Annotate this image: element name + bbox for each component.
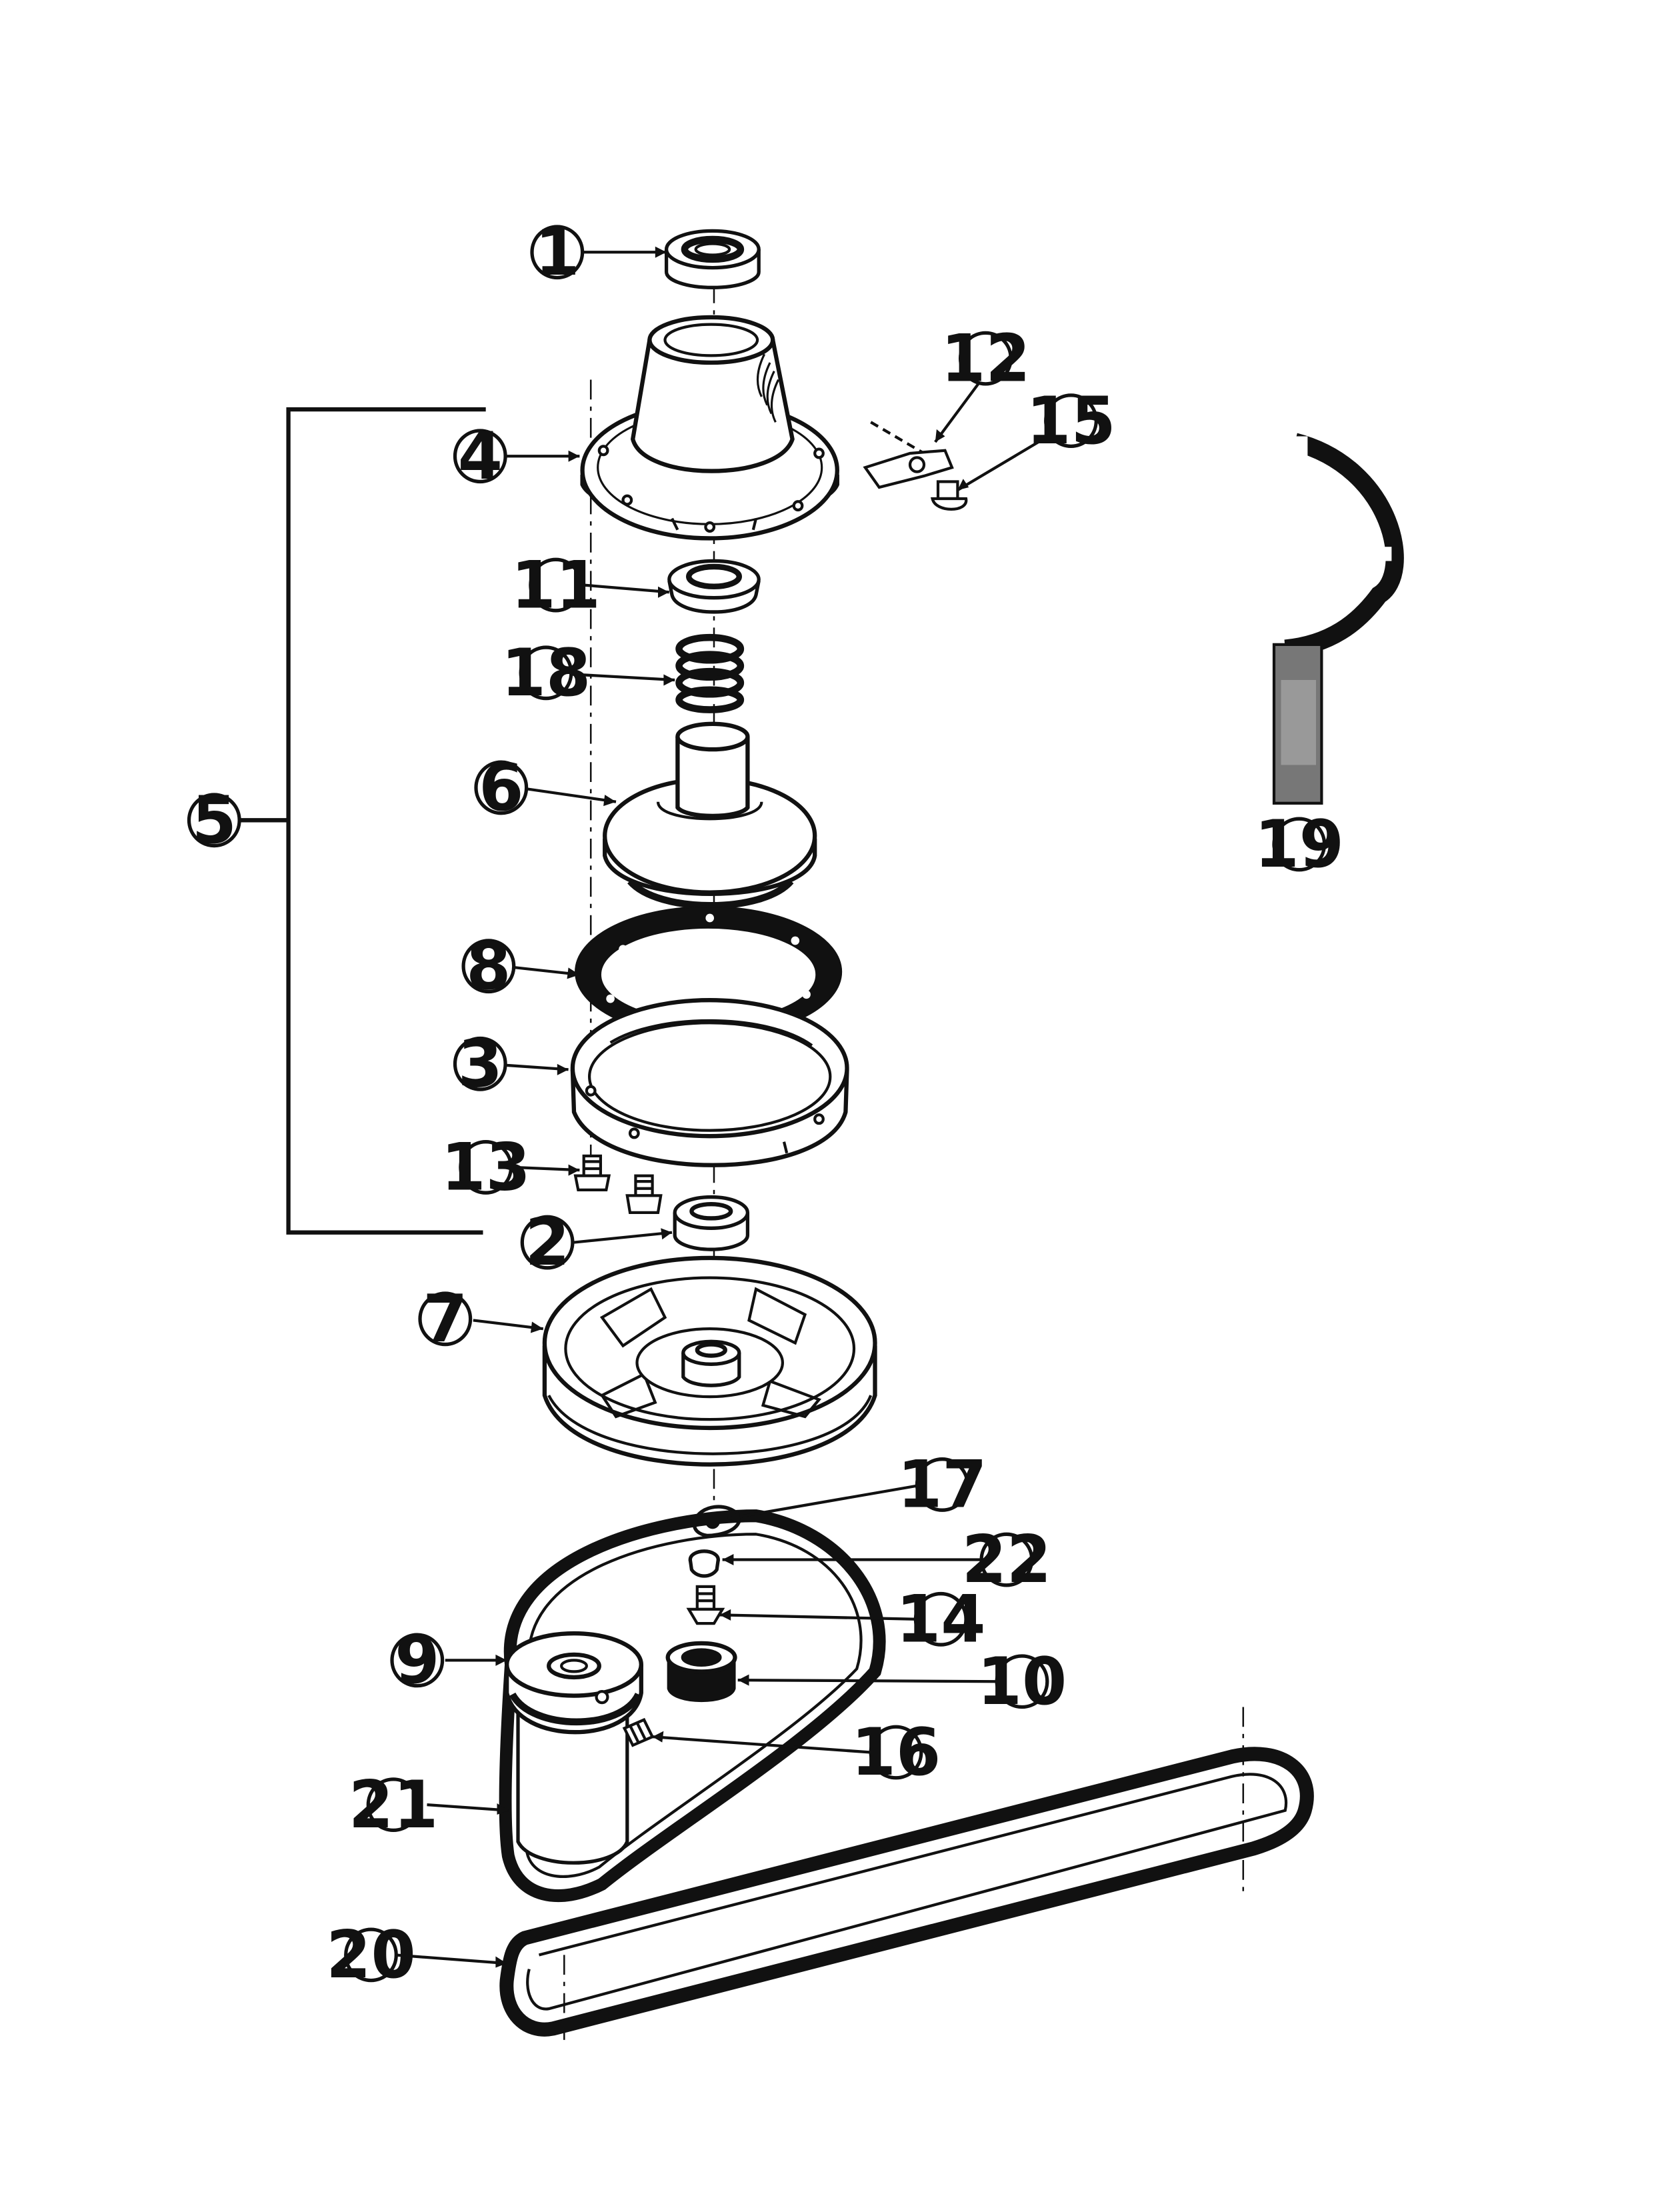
seal-ring <box>667 559 761 614</box>
svg-text:17: 17 <box>897 1447 987 1523</box>
nut-bolts <box>573 1154 663 1215</box>
svg-text:6: 6 <box>479 750 523 826</box>
svg-text:2: 2 <box>525 1205 569 1281</box>
callout-18: 18 <box>501 635 591 711</box>
lower-bearing <box>673 1195 750 1251</box>
svg-text:16: 16 <box>851 1715 941 1791</box>
callout-6: 6 <box>474 750 529 826</box>
svg-text:12: 12 <box>941 321 1030 397</box>
svg-text:8: 8 <box>466 928 511 1004</box>
callout-19: 19 <box>1255 807 1344 883</box>
callout-11: 11 <box>511 547 600 623</box>
svg-text:11: 11 <box>511 547 600 623</box>
large-pulley <box>542 1255 877 1467</box>
callout-13: 13 <box>441 1129 530 1205</box>
base-ring <box>570 998 849 1167</box>
assembly-bracket <box>241 407 486 1235</box>
svg-text:22: 22 <box>962 1522 1051 1598</box>
screw <box>686 1585 725 1625</box>
callout-17: 17 <box>897 1447 987 1523</box>
svg-text:14: 14 <box>896 1581 985 1657</box>
drive-belt <box>499 1747 1314 2037</box>
svg-text:21: 21 <box>349 1767 438 1843</box>
clutch-drum <box>603 721 817 909</box>
callout-8: 8 <box>461 928 516 1004</box>
svg-text:10: 10 <box>977 1643 1067 1719</box>
callout-16: 16 <box>851 1715 941 1791</box>
callout-22: 22 <box>962 1522 1051 1598</box>
callout-20: 20 <box>326 1917 415 1993</box>
svg-text:15: 15 <box>1026 383 1115 459</box>
svg-text:20: 20 <box>326 1917 415 1993</box>
callout-15: 15 <box>1026 383 1115 459</box>
callout-10: 10 <box>977 1643 1067 1719</box>
svg-text:3: 3 <box>458 1026 503 1102</box>
top-bearing <box>664 229 761 290</box>
bushing <box>665 1641 737 1703</box>
callout-2: 2 <box>520 1205 575 1281</box>
spanner-wrench <box>1272 433 1404 805</box>
callout-21: 21 <box>349 1767 438 1843</box>
callout-5: 5 <box>187 782 241 858</box>
svg-text:18: 18 <box>501 635 591 711</box>
small-pulley <box>505 1631 643 1865</box>
callout-14: 14 <box>896 1581 985 1657</box>
callout-4: 4 <box>453 418 507 494</box>
leader-lines <box>395 251 1054 1965</box>
leader-arrowheads <box>495 246 969 1968</box>
svg-text:5: 5 <box>192 782 237 858</box>
callout-9: 9 <box>390 1623 445 1699</box>
svg-text:4: 4 <box>458 418 503 494</box>
idler-belt <box>499 1509 886 1903</box>
callout-12: 12 <box>941 321 1030 397</box>
svg-text:19: 19 <box>1255 807 1344 883</box>
housing-cone <box>580 315 839 541</box>
clip-bracket <box>863 421 954 489</box>
callout-1: 1 <box>530 214 585 290</box>
callout-3: 3 <box>453 1026 507 1102</box>
callout-7: 7 <box>418 1281 473 1357</box>
svg-text:13: 13 <box>441 1129 530 1205</box>
svg-text:1: 1 <box>535 214 579 290</box>
svg-text:7: 7 <box>423 1281 467 1357</box>
callouts: 1 2 3 4 5 6 7 8 9 10 11 12 13 14 15 16 1… <box>187 214 1344 1993</box>
svg-text:9: 9 <box>395 1623 439 1699</box>
spring <box>675 633 745 713</box>
washer <box>688 1549 720 1578</box>
